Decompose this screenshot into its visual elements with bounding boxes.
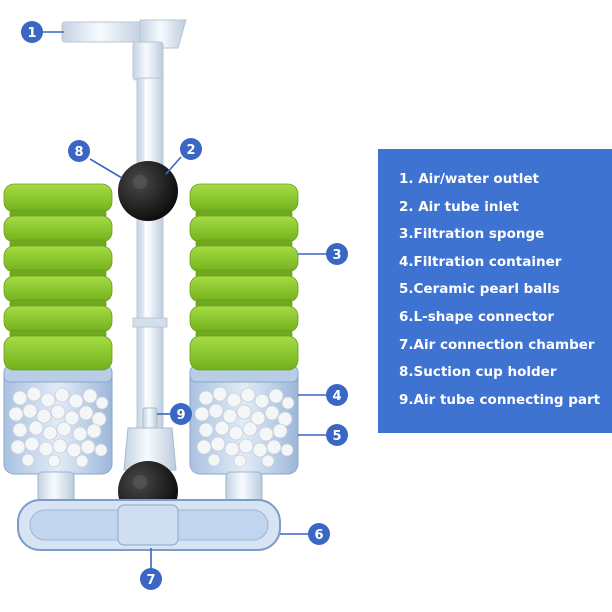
legend-item-air-water-outlet: 1. Air/water outlet [399,171,540,187]
callout-2: 2 [180,138,202,160]
leader-lines [43,31,326,568]
svg-text:3: 3 [332,248,341,263]
svg-text:5: 5 [332,429,341,444]
ceramic-pearl-balls-right [194,386,295,468]
air-tube [132,77,168,439]
svg-text:7: 7 [146,573,155,588]
legend-item-air-tube-inlet: 2. Air tube inlet [399,198,519,215]
legend-item-suction-cup-holder: 8.Suction cup holder [399,364,557,381]
svg-text:9: 9 [176,408,185,423]
callout-7: 7 [140,568,162,590]
svg-text:6: 6 [314,528,323,543]
ceramic-pearl-balls-left [8,386,109,468]
callout-8: 8 [68,140,90,162]
air-connection-chamber [117,504,179,546]
legend-item-filtration-container: 4.Filtration container [399,253,562,270]
legend-item-air-connection-chamber: 7.Air connection chamber [399,336,595,353]
legend-item-ceramic-pearl-balls: 5.Ceramic pearl balls [399,281,560,298]
parts-legend-list: 1. Air/water outlet 2. Air tube inlet 3.… [399,168,612,416]
air-tube-connecting-part [123,407,177,471]
svg-text:4: 4 [332,389,341,404]
callout-4: 4 [326,384,348,406]
svg-text:1: 1 [27,26,36,41]
filtration-sponge-left [3,183,113,371]
callout-1: 1 [21,21,43,43]
callout-3: 3 [326,243,348,265]
legend-item-filtration-sponge: 3.Filtration sponge [399,226,545,243]
svg-text:8: 8 [74,145,83,160]
callout-6: 6 [308,523,330,545]
svg-text:2: 2 [186,143,195,158]
suction-cup-holder-upper [118,161,178,221]
callout-9: 9 [170,403,192,425]
legend-item-l-shape-connector: 6.L-shape connector [399,308,555,325]
filtration-sponge-right [189,183,299,371]
parts-legend: 1. Air/water outlet 2. Air tube inlet 3.… [378,149,612,433]
legend-item-air-tube-connecting-part: 9.Air tube connecting part [399,391,601,408]
air-water-outlet [61,19,187,81]
callout-5: 5 [326,424,348,446]
